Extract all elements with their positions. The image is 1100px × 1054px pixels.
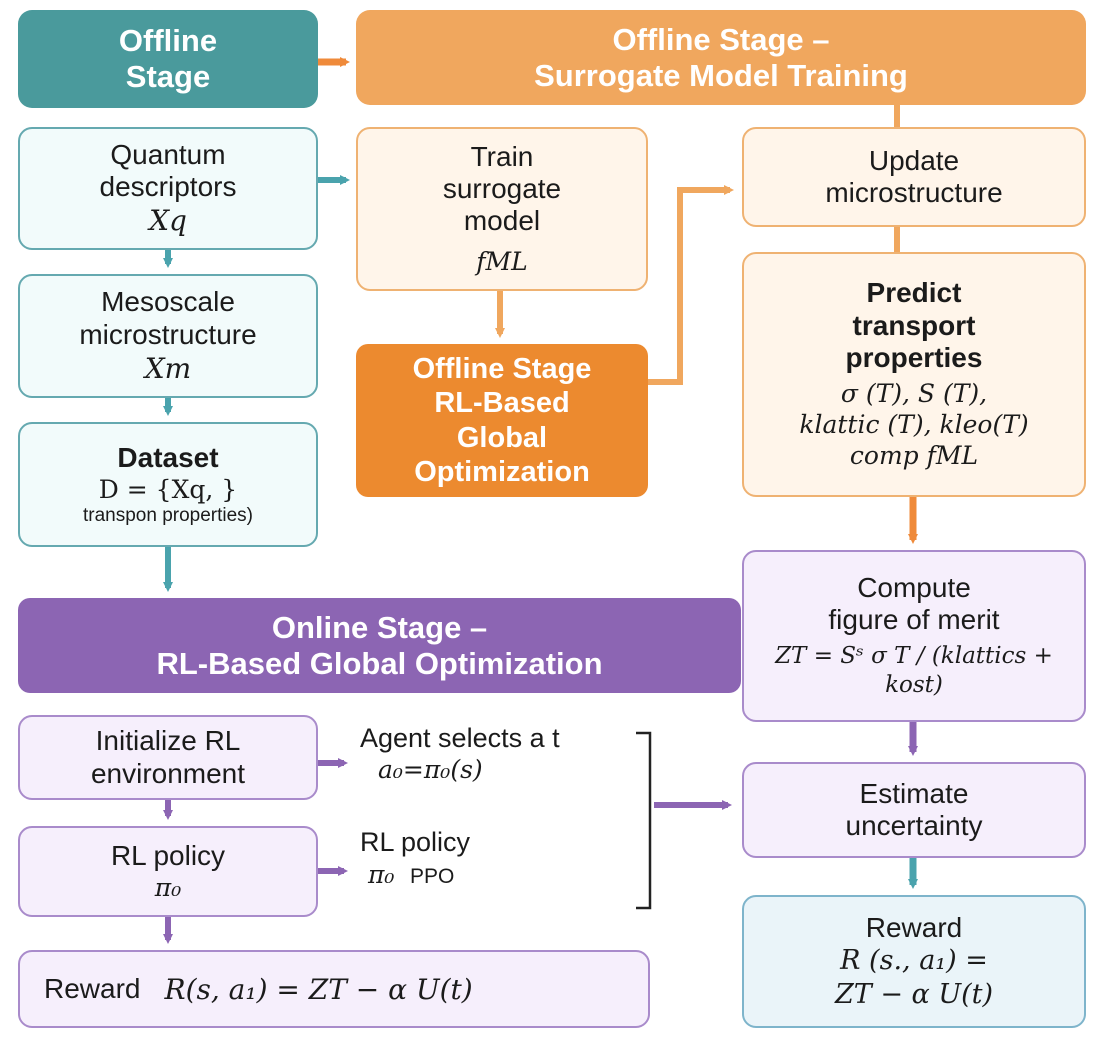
predict-formula1: σ (T), S (T), [840, 378, 988, 408]
compute-merit-box: Compute figure of merit ZT = Sˢ σ T / (k… [742, 550, 1086, 722]
predict-transport-box: Predict transport properties σ (T), S (T… [742, 252, 1086, 497]
init-line2: environment [90, 757, 246, 789]
estimate-line2: uncertainty [845, 810, 983, 841]
reward-bottom-label: Reward [44, 972, 141, 1004]
mesoscale-line2: microstructure [79, 318, 257, 350]
rl-offline-line3: Global [456, 421, 548, 454]
agent-selects-text: Agent selects a t a₀=π₀(s) [360, 722, 632, 786]
quantum-line2: descriptors [99, 171, 237, 202]
rl-policy-text-line2: π₀ PPO [360, 858, 632, 890]
reward-right-title: Reward [865, 911, 963, 943]
predict-formula2: klattic (T), kleo(T) [799, 410, 1029, 440]
quantum-symbol: Xq [149, 204, 187, 238]
offline-stage-header: Offline Stage [18, 10, 318, 108]
train-line3: model [463, 205, 541, 237]
predict-line2: transport [852, 309, 976, 341]
update-microstructure-box: Update microstructure [742, 127, 1086, 227]
arrow-rl-offline-to-update [648, 185, 734, 385]
quantum-line1: Quantum [110, 138, 226, 170]
update-line2: microstructure [825, 177, 1003, 208]
compute-line1: Compute [857, 572, 971, 604]
estimate-uncertainty-box: Estimate uncertainty [742, 762, 1086, 858]
surrogate-header-line1: Offline Stage – [612, 21, 830, 57]
rl-policy-text-symbol: π₀ [368, 860, 395, 890]
dataset-formula: D = {Xq, } [98, 474, 238, 504]
dataset-box: Dataset D = {Xq, } transpon properties) [18, 422, 318, 547]
train-line2: surrogate [442, 173, 562, 205]
reward-bottom-formula: R(s, a₁) = ZT − α U(t) [164, 972, 473, 1006]
reward-right-formula2: ZT − α U(t) [834, 978, 994, 1010]
estimate-line1: Estimate [859, 777, 969, 809]
dataset-title: Dataset [117, 441, 219, 473]
mesoscale-box: Mesoscale microstructure Xm [18, 274, 318, 398]
rl-offline-line4: Optimization [414, 455, 590, 488]
rl-policy-text-line1: RL policy [360, 827, 471, 857]
agent-line1: Agent selects a t [360, 723, 560, 753]
surrogate-header-line2: Surrogate Model Training [534, 57, 908, 93]
rl-offline-box: Offline Stage RL-Based Global Optimizati… [356, 344, 648, 497]
agent-line2: a₀=π₀(s) [378, 755, 483, 785]
predict-line3: properties [845, 341, 983, 373]
online-stage-header: Online Stage – RL-Based Global Optimizat… [18, 598, 741, 693]
quantum-descriptors-box: Quantum descriptors Xq [18, 127, 318, 250]
offline-stage-line1: Offline [118, 23, 218, 59]
predict-line1: Predict [866, 277, 962, 309]
init-line1: Initialize RL [95, 725, 241, 757]
ppo-label: PPO [409, 865, 455, 889]
train-symbol: fML [476, 246, 528, 276]
surrogate-training-header: Offline Stage – Surrogate Model Training [356, 10, 1086, 105]
update-line1: Update [868, 144, 960, 176]
reward-right-formula1: R (s., a₁) = [840, 944, 988, 976]
offline-stage-line2: Stage [125, 59, 211, 94]
rl-policy-box: RL policy π₀ [18, 826, 318, 917]
train-line1: Train [470, 141, 534, 173]
reward-bottom-box: Reward R(s, a₁) = ZT − α U(t) [18, 950, 650, 1028]
compute-line2: figure of merit [828, 604, 1000, 636]
rl-offline-line1: Offline Stage [412, 353, 592, 386]
rl-policy-text: RL policy π₀ PPO [360, 826, 632, 891]
dataset-sub: transpon properties) [82, 505, 254, 527]
rl-offline-line2: RL-Based [434, 387, 570, 420]
rl-policy-box-line1: RL policy [110, 839, 226, 871]
init-rl-box: Initialize RL environment [18, 715, 318, 800]
online-header-line1: Online Stage – [271, 609, 488, 645]
reward-right-box: Reward R (s., a₁) = ZT − α U(t) [742, 895, 1086, 1028]
rl-policy-box-symbol: π₀ [154, 872, 182, 902]
grouping-bracket [636, 731, 652, 910]
compute-formula: ZT = Sˢ σ T / (klattics + kost) [775, 643, 1053, 699]
train-surrogate-box: Train surrogate model fML [356, 127, 648, 291]
online-header-line2: RL-Based Global Optimization [156, 645, 603, 681]
mesoscale-symbol: Xm [144, 351, 192, 385]
predict-formula3: comp fML [849, 441, 979, 471]
mesoscale-line1: Mesoscale [101, 286, 235, 318]
